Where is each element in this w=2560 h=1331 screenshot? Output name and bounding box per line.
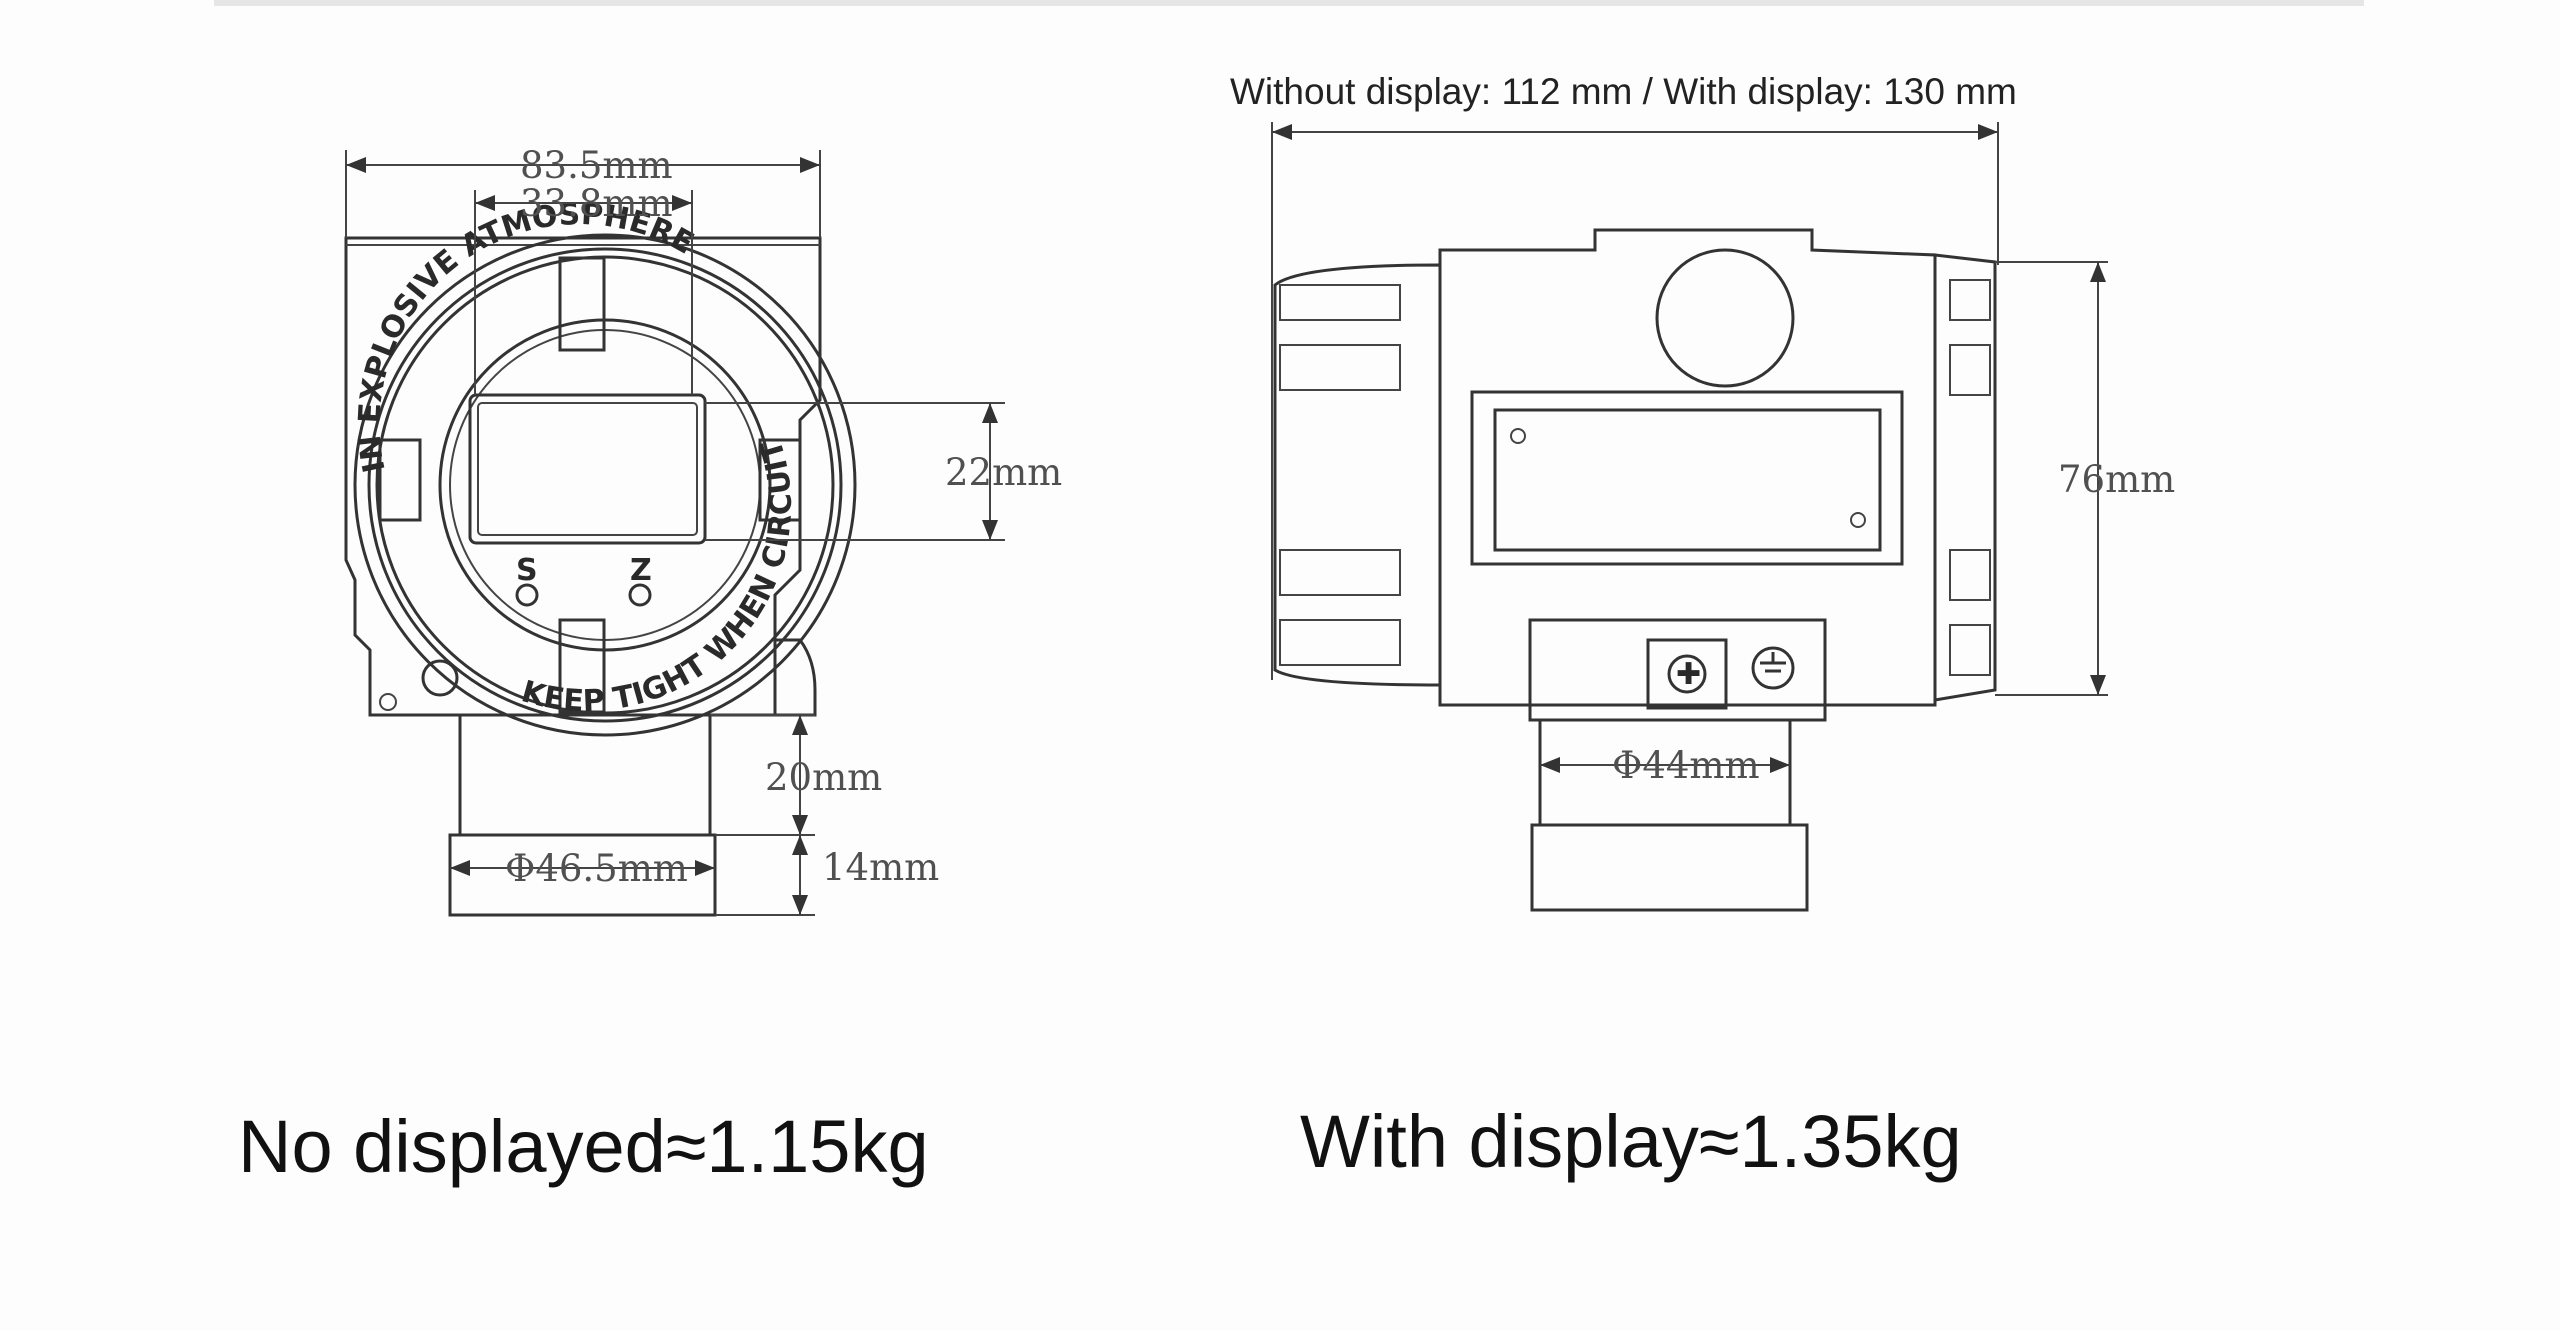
cover-text-right: KEEP TIGHT WHEN CIRCUIT ALIVE [0,0,799,719]
button-s [515,583,539,607]
dim-height: 76mm [2058,458,2175,501]
main-body [1438,228,1937,707]
top-port [1655,248,1795,388]
display-inner [477,402,698,536]
window-ring [449,329,761,641]
cover-lug-right [758,438,802,522]
front-view: S Z IN EXPLOSIVE ATMOSPHERE KEEP TIGHT W… [0,0,1062,917]
dim-neck-height: 20mm [765,756,882,799]
fin [1949,549,1991,601]
dim-window-height: 22mm [945,451,1062,494]
weight-with-display: With display≈1.35kg [1300,1100,1962,1183]
earth-symbol-icon [1751,646,1795,690]
fin [1279,344,1401,391]
left-cap [1273,263,1442,687]
cover-lug-bottom [558,618,606,714]
nameplate-recess [1470,390,1904,566]
cover-ring-2 [367,247,843,723]
plus-icon: ✚ [1676,657,1701,692]
side-view-heading: Without display: 112 mm / With display: … [1230,71,2017,112]
cover-lug-left [378,438,422,522]
fin [1279,619,1401,666]
dim-fitting-height: 14mm [822,846,939,889]
button-z-label: Z [630,553,652,588]
ground-screw [1667,654,1707,694]
cover-lug-top [558,256,606,352]
dim-fitting-diameter: Φ46.5mm [505,847,688,890]
nameplate [1493,408,1882,552]
nameplate-rivet [1510,428,1526,444]
fin [1949,624,1991,676]
fin [1279,284,1401,321]
dim-window-width: 33.8mm [520,182,673,225]
display-window [468,393,707,545]
right-cap [1933,253,1997,702]
fin [1279,549,1401,596]
nameplate-rivet [1850,512,1866,528]
screw-hole [379,693,397,711]
button-s-label: S [516,553,538,588]
cover-inner-ring [438,318,772,652]
button-z [628,583,652,607]
fin [1949,279,1991,321]
side-view: Without display: 112 mm / With display: … [1230,71,2175,912]
mounting-hole [421,659,459,697]
side-fitting [1530,823,1809,912]
dim-side-fitting-diameter: Φ44mm [1612,744,1760,787]
cover-outer-ring [353,233,857,737]
dim-body-width: 83.5mm [520,144,673,187]
weight-no-display: No displayed≈1.15kg [238,1105,929,1188]
ground-screw-box [1646,638,1728,710]
side-gland [775,638,817,717]
fin [1949,344,1991,396]
top-divider [214,0,2364,6]
